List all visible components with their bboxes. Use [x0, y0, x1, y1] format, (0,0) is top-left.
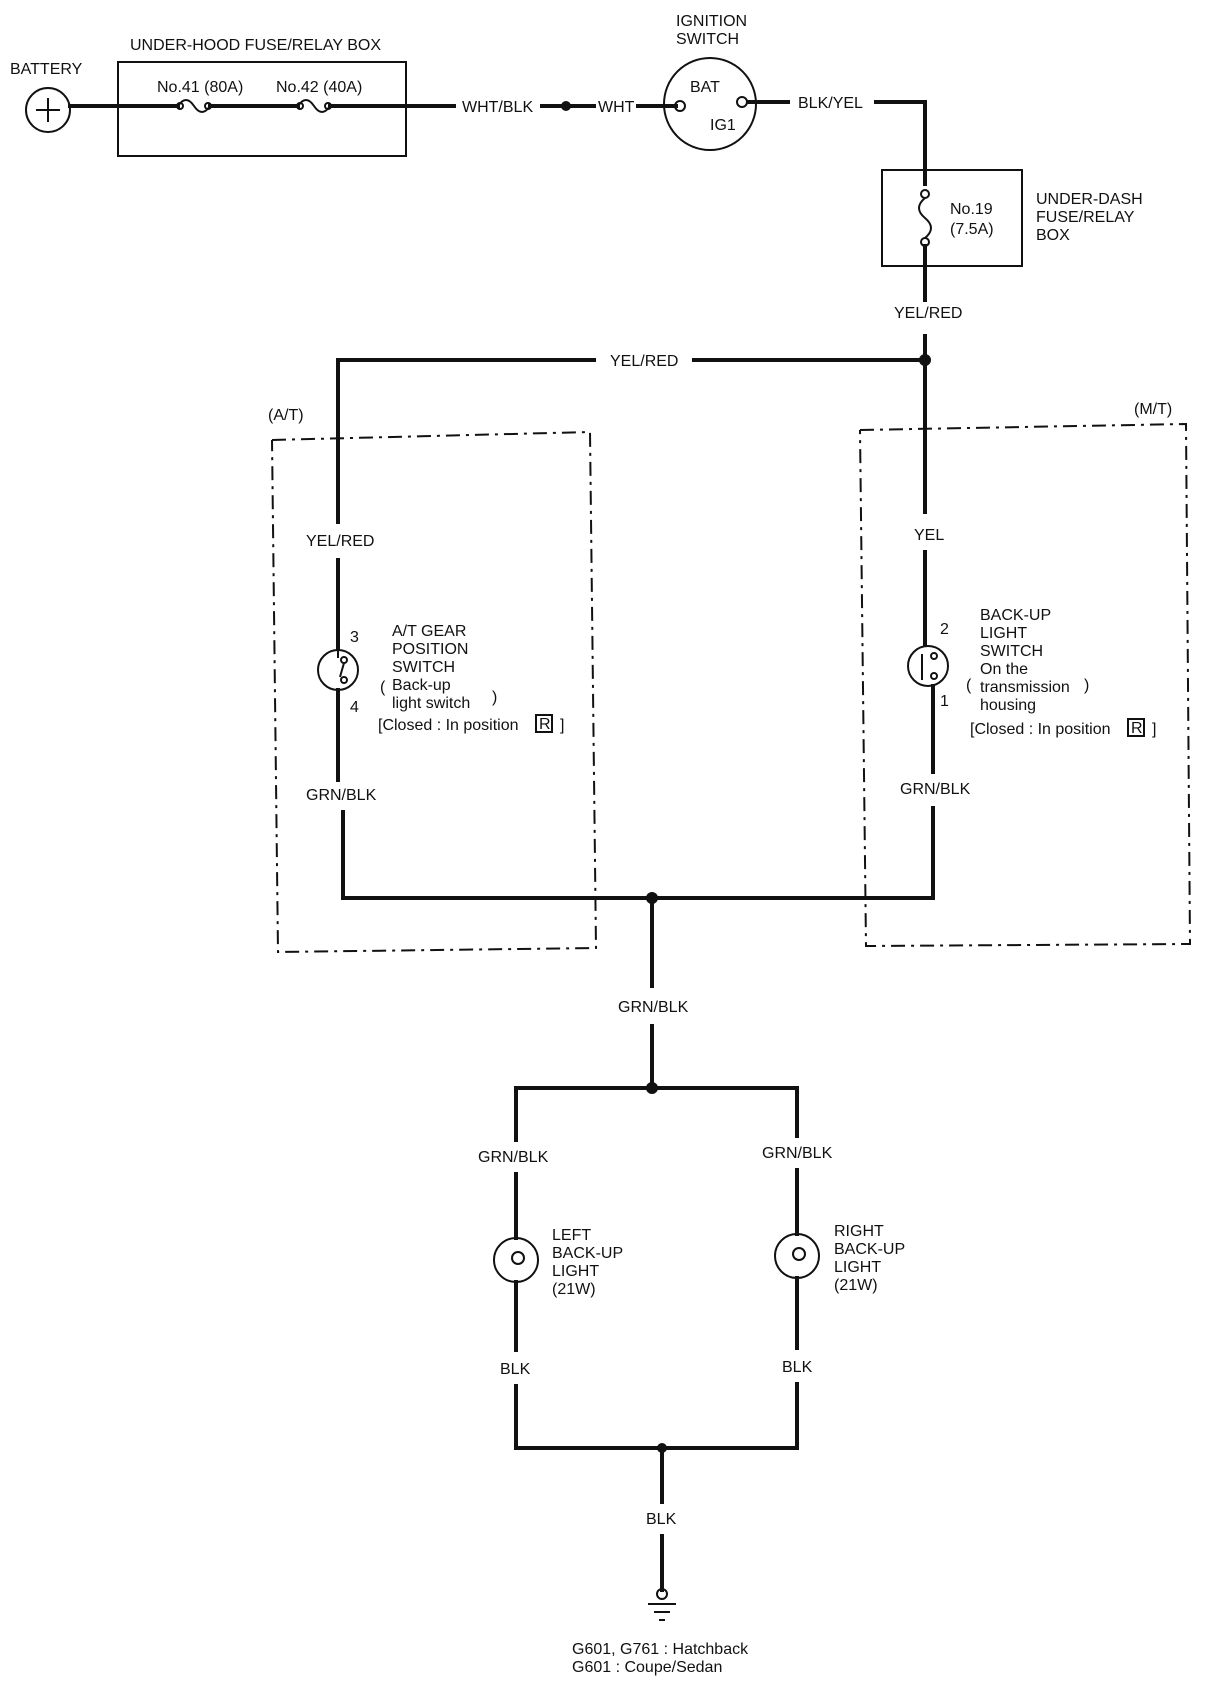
mt-switch-label-1: BACK-UP	[980, 607, 1051, 624]
ignition-ig1-label: IG1	[710, 117, 736, 134]
wire-label-wht: WHT	[598, 99, 635, 116]
left-light-label-3: LIGHT	[552, 1263, 599, 1280]
underdash-label-3: BOX	[1036, 227, 1070, 244]
r-position-box-mt	[1127, 718, 1145, 737]
wire-label-blk-right: BLK	[782, 1359, 813, 1376]
bulb-icon	[774, 1233, 820, 1279]
mt-switch-icon	[907, 645, 949, 687]
connector-dot	[561, 101, 571, 111]
mt-pin-2: 2	[940, 621, 949, 638]
right-light-label-2: BACK-UP	[834, 1241, 905, 1258]
mt-switch-label-7: [Closed : In position	[970, 721, 1111, 738]
bulb-icon	[493, 1237, 539, 1283]
battery-label: BATTERY	[10, 61, 83, 78]
wire-label-blk-yel: BLK/YEL	[798, 95, 863, 112]
wire-label-grn-blk-at: GRN/BLK	[306, 787, 377, 804]
at-switch-r: R	[539, 716, 551, 733]
right-light-label-4: (21W)	[834, 1277, 878, 1294]
r-position-box	[535, 714, 553, 733]
fuse-41-label: No.41 (80A)	[157, 79, 243, 96]
at-pin-3: 3	[350, 629, 359, 646]
underhood-box-label: UNDER-HOOD FUSE/RELAY BOX	[130, 37, 381, 54]
underdash-label-2: FUSE/RELAY	[1036, 209, 1135, 226]
at-switch-bracket: ]	[560, 717, 564, 734]
mt-switch-label-4: On the	[980, 661, 1028, 678]
underdash-label-1: UNDER-DASH	[1036, 191, 1143, 208]
wire-label-yel-red-at: YEL/RED	[306, 533, 374, 550]
mt-switch-label-5: transmission	[980, 679, 1070, 696]
mt-switch-bracket: ]	[1152, 721, 1156, 738]
at-tag: (A/T)	[268, 407, 304, 424]
wire-label-yel-red-top: YEL/RED	[610, 353, 678, 370]
at-dashed-box	[271, 430, 598, 954]
mt-section: (M/T) YEL 2 1 BACK-UP LIGHT SWITCH ( On …	[859, 358, 1192, 948]
wire-label-grn-blk-right: GRN/BLK	[762, 1145, 833, 1162]
mt-dashed-box	[859, 422, 1192, 948]
mt-pin-1: 1	[940, 693, 949, 710]
left-backup-light: LEFT BACK-UP LIGHT (21W)	[493, 1227, 623, 1298]
left-light-label-4: (21W)	[552, 1281, 596, 1298]
fuse-42-label: No.42 (40A)	[276, 79, 362, 96]
left-light-label-1: LEFT	[552, 1227, 591, 1244]
fuse-19-label-2: (7.5A)	[950, 221, 994, 238]
battery: BATTERY	[10, 61, 83, 133]
at-switch-label-6: [Closed : In position	[378, 717, 519, 734]
underdash-fuse-box: No.19 (7.5A) UNDER-DASH FUSE/RELAY BOX	[881, 169, 1143, 268]
ground-icon	[648, 1588, 676, 1621]
ground-label-2: G601 : Coupe/Sedan	[572, 1659, 722, 1676]
right-light-label-1: RIGHT	[834, 1223, 884, 1240]
at-switch-label-2: POSITION	[392, 641, 468, 658]
mt-tag: (M/T)	[1134, 401, 1172, 418]
fuse-19-icon	[918, 197, 932, 239]
wire-label-grn-blk-mt: GRN/BLK	[900, 781, 971, 798]
fuse-42-icon	[297, 99, 331, 113]
at-switch-label-5: light switch	[392, 695, 470, 712]
right-backup-light: RIGHT BACK-UP LIGHT (21W)	[774, 1223, 905, 1294]
at-switch-label-4: Back-up	[392, 677, 451, 694]
wire-label-blk-left: BLK	[500, 1361, 531, 1378]
at-switch-label-1: A/T GEAR	[392, 623, 466, 640]
ground-label-1: G601, G761 : Hatchback	[572, 1641, 749, 1658]
mt-switch-r: R	[1131, 720, 1143, 737]
ignition-label-1: IGNITION	[676, 13, 747, 30]
mt-switch-label-2: LIGHT	[980, 625, 1027, 642]
right-light-label-3: LIGHT	[834, 1259, 881, 1276]
wire-label-yel-mt: YEL	[914, 527, 944, 544]
paren-open-mt: (	[966, 677, 972, 694]
wire-label-yel-red-1: YEL/RED	[894, 305, 962, 322]
underhood-fuse-box: UNDER-HOOD FUSE/RELAY BOX No.41 (80A) No…	[116, 37, 408, 157]
wire-label-wht-blk: WHT/BLK	[462, 99, 533, 116]
fuse-19-label-1: No.19	[950, 201, 993, 218]
fuse-41-icon	[177, 99, 211, 113]
at-switch-label-3: SWITCH	[392, 659, 455, 676]
mt-switch-label-6: housing	[980, 697, 1036, 714]
paren-close-mt: )	[1084, 677, 1089, 694]
ignition-label-2: SWITCH	[676, 31, 739, 48]
wire-label-grn-blk-trunk: GRN/BLK	[618, 999, 689, 1016]
at-pin-4: 4	[350, 699, 359, 716]
paren-open: (	[380, 679, 386, 696]
left-light-label-2: BACK-UP	[552, 1245, 623, 1262]
wire-label-grn-blk-left: GRN/BLK	[478, 1149, 549, 1166]
mt-switch-label-3: SWITCH	[980, 643, 1043, 660]
at-section: (A/T) YEL/RED 3 4 A/T GEAR POSITION SWIT…	[268, 358, 598, 954]
paren-close: )	[492, 689, 497, 706]
ignition-switch: IGNITION SWITCH BAT IG1	[663, 13, 757, 151]
ignition-bat-label: BAT	[690, 79, 720, 96]
wire-label-blk-ground: BLK	[646, 1511, 677, 1528]
